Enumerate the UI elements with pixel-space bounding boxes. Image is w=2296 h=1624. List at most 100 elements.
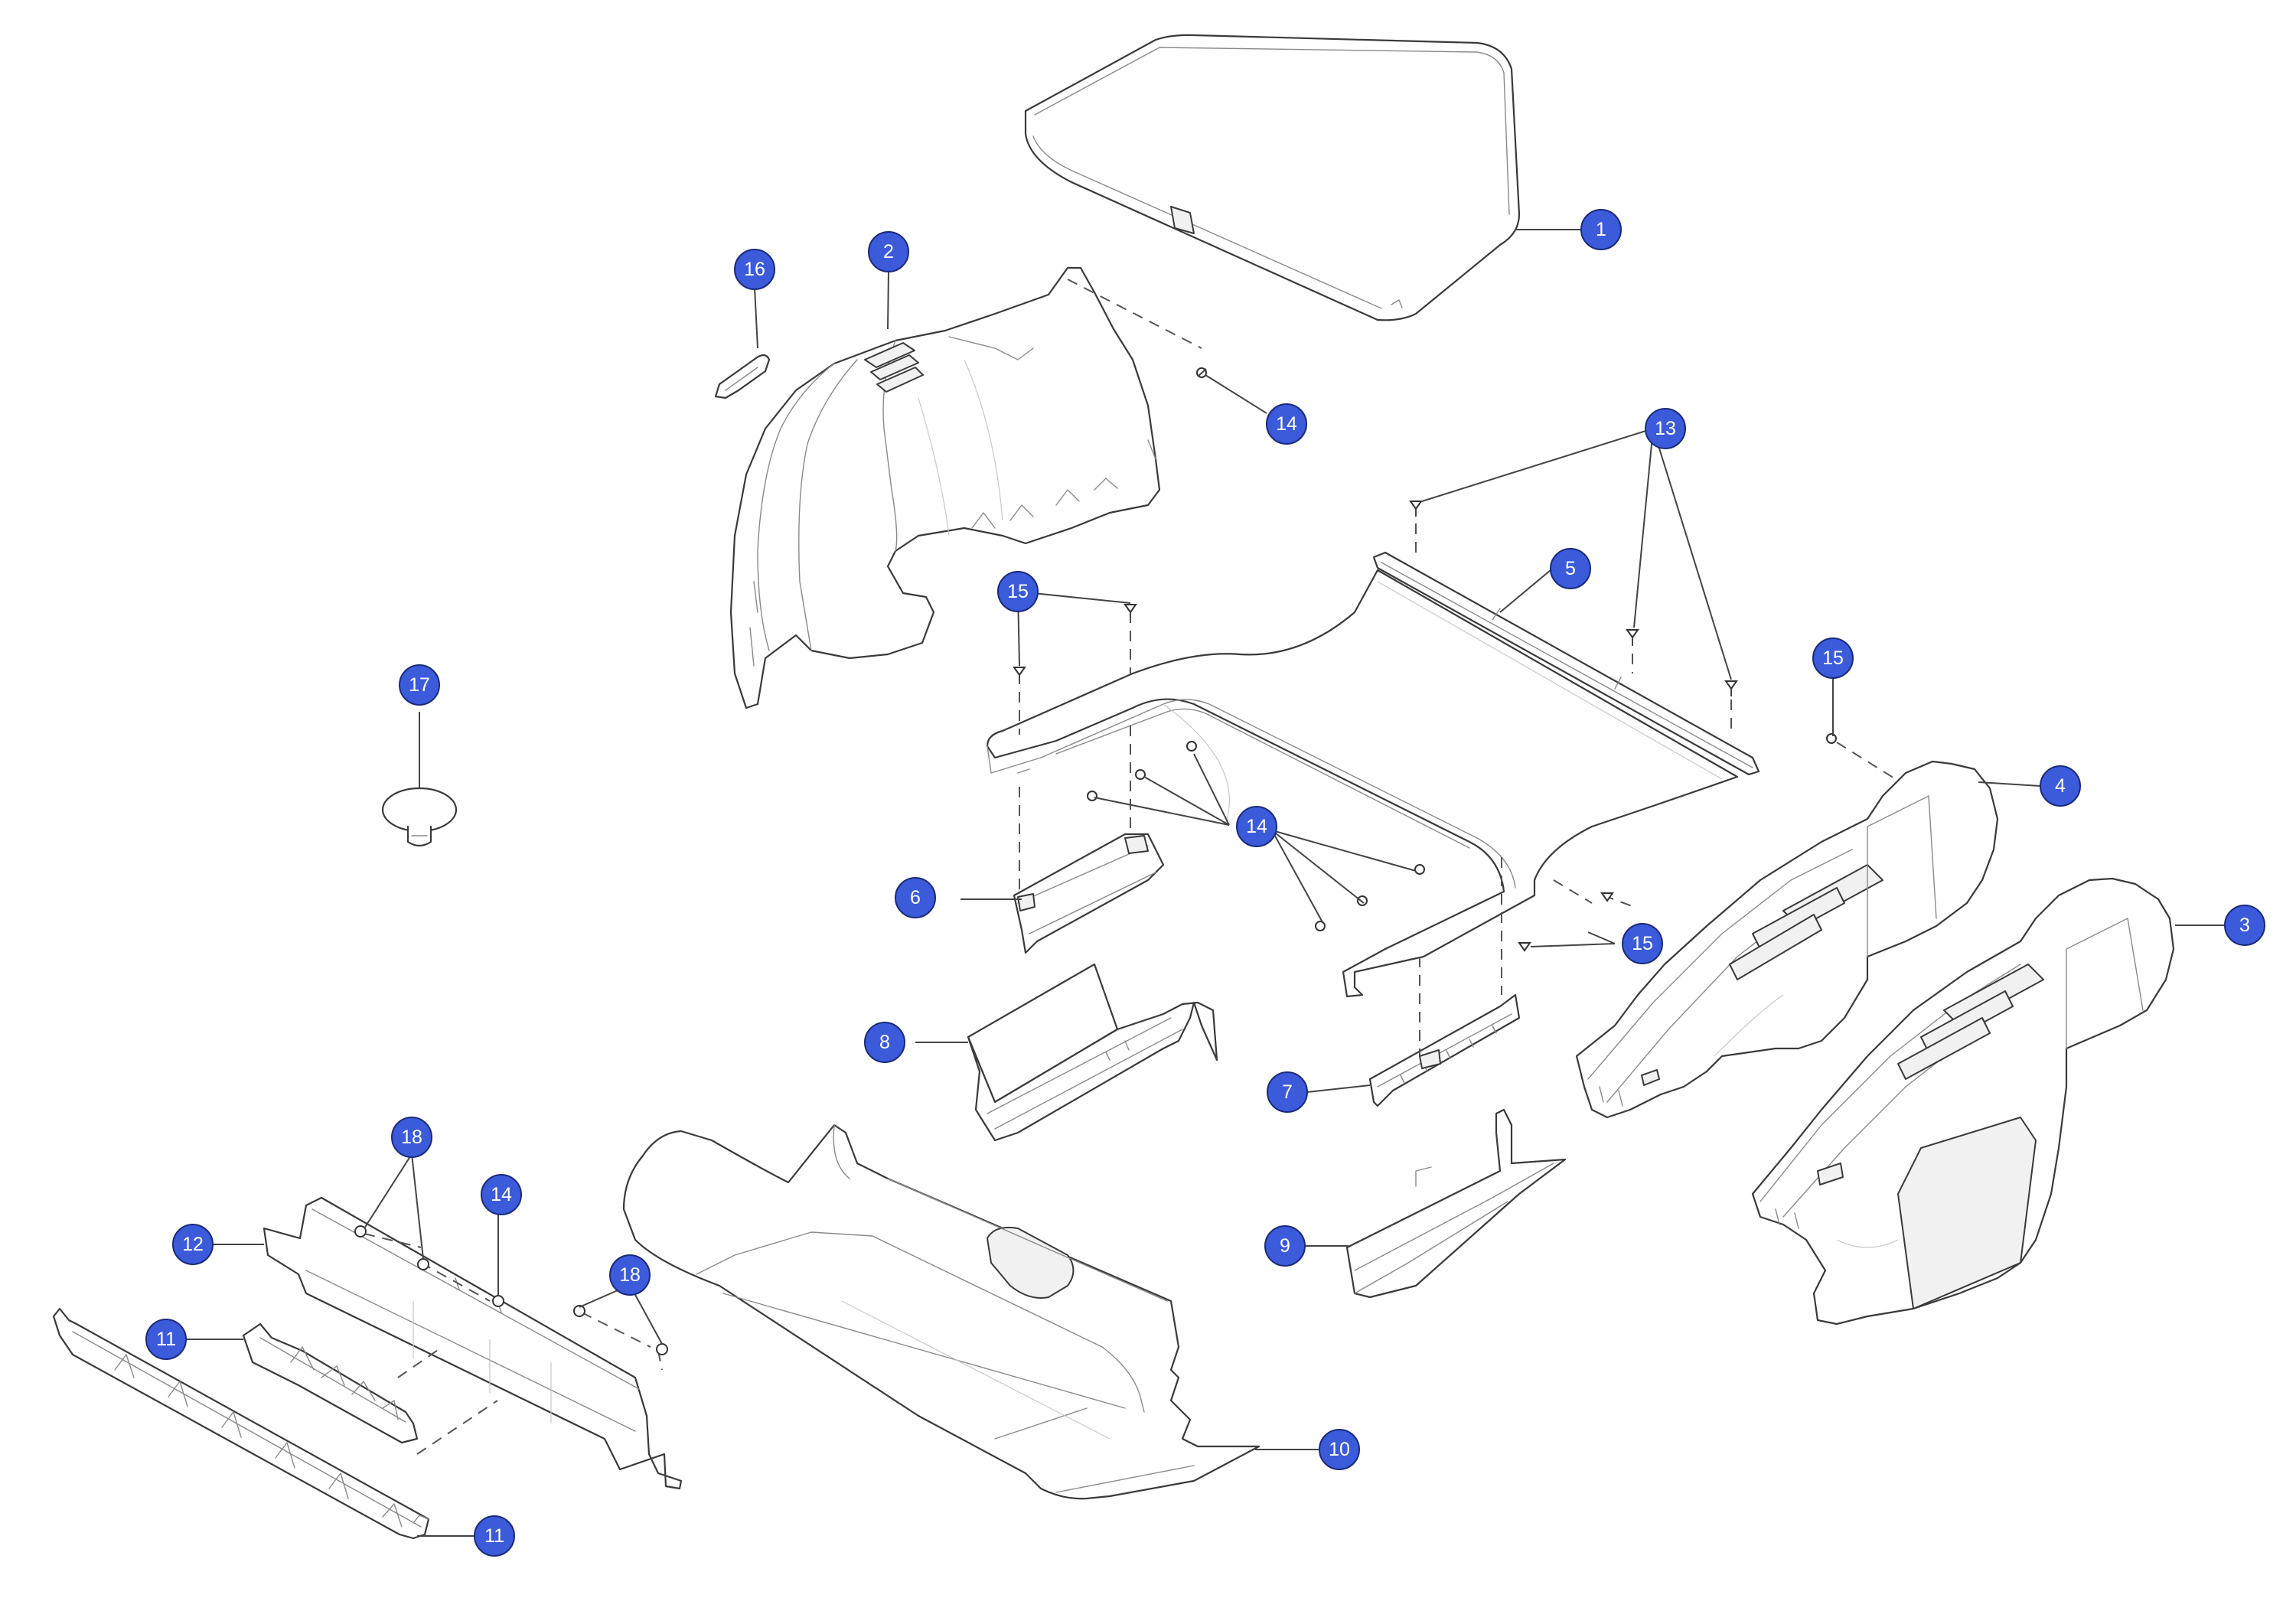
callout-4-circle — [2040, 765, 2081, 807]
fastener-14-b — [1135, 769, 1146, 780]
callout-15-left-label: 15 — [1007, 581, 1029, 602]
callout-14-center-circle — [1236, 806, 1277, 847]
callout-6-label: 6 — [910, 887, 921, 908]
fastener-14-upper — [1196, 367, 1207, 378]
callout-12-label: 12 — [182, 1234, 204, 1255]
callout-14-upper[interactable]: 14 — [1266, 403, 1307, 445]
callout-14-upper-circle — [1266, 403, 1307, 445]
callout-18-right[interactable]: 18 — [609, 1254, 651, 1296]
fastener-14-c — [1087, 791, 1097, 801]
callout-1-label: 1 — [1596, 219, 1606, 240]
fastener-14-a — [1186, 741, 1197, 752]
callout-6-circle — [895, 877, 936, 918]
fastener-18-b — [417, 1258, 429, 1270]
callout-2-label: 2 — [883, 241, 894, 263]
fastener-15-c — [1826, 733, 1837, 744]
fastener-15-a — [1124, 604, 1137, 618]
callout-11-upper[interactable]: 11 — [145, 1319, 187, 1360]
callout-8-circle — [864, 1022, 905, 1063]
callout-11-upper-label: 11 — [156, 1329, 176, 1350]
fastener-13-b — [1626, 629, 1639, 645]
part-16-clip — [714, 354, 771, 399]
fastener-13-c — [1724, 680, 1738, 696]
fastener-14-e — [1357, 895, 1368, 906]
callout-1[interactable]: 1 — [1580, 209, 1622, 250]
callout-5-circle — [1550, 548, 1591, 589]
callout-18-left[interactable]: 18 — [391, 1117, 432, 1158]
fastener-14-g — [492, 1295, 504, 1307]
part-4-right-side-trim — [1575, 760, 1999, 1119]
callout-14-upper-label: 14 — [1276, 413, 1297, 435]
callout-9[interactable]: 9 — [1264, 1225, 1306, 1267]
callout-4[interactable]: 4 — [2040, 765, 2081, 807]
callout-15-right[interactable]: 15 — [1812, 638, 1854, 679]
part-7-bracket — [1368, 993, 1521, 1107]
fastener-15-e — [1518, 942, 1531, 952]
fastener-18-c — [573, 1305, 585, 1317]
callout-2[interactable]: 2 — [868, 231, 909, 272]
callout-3[interactable]: 3 — [2224, 905, 2265, 946]
callout-11-upper-circle — [145, 1319, 187, 1360]
callout-4-label: 4 — [2055, 775, 2066, 797]
callout-3-circle — [2224, 905, 2265, 946]
callout-7-label: 7 — [1282, 1081, 1293, 1103]
fasteners — [354, 367, 1837, 1355]
callout-10-circle — [1319, 1429, 1360, 1470]
callout-18-left-circle — [391, 1117, 432, 1158]
callout-12-circle — [172, 1224, 214, 1265]
part-1-load-floor-panel — [1024, 34, 1521, 321]
floor-tray-frame — [986, 569, 1739, 998]
fastener-15-b — [1013, 667, 1026, 681]
fastener-14-d — [1414, 864, 1425, 875]
fastener-18-a — [354, 1225, 367, 1238]
callout-9-label: 9 — [1280, 1235, 1290, 1257]
callout-13-circle — [1645, 408, 1686, 449]
callout-11-lower[interactable]: 11 — [474, 1515, 515, 1557]
callout-18-left-label: 18 — [401, 1127, 422, 1148]
callout-8[interactable]: 8 — [864, 1022, 905, 1063]
callout-16[interactable]: 16 — [734, 249, 775, 290]
callout-6[interactable]: 6 — [895, 877, 936, 918]
callout-7[interactable]: 7 — [1267, 1071, 1308, 1113]
callout-15-center-label: 15 — [1632, 933, 1653, 954]
callout-15-right-label: 15 — [1822, 647, 1844, 669]
part-12-sill-plate — [263, 1196, 683, 1490]
part-11-long-strip-lower — [52, 1307, 430, 1540]
callout-13[interactable]: 13 — [1645, 408, 1686, 449]
part-6-bracket — [1013, 833, 1165, 954]
fastener-15-d — [1600, 892, 1614, 902]
callout-18-right-circle — [609, 1254, 651, 1296]
part-5-cross-member — [1372, 551, 1760, 776]
callout-14-lower-circle — [481, 1174, 522, 1215]
part-17-cap-plug — [381, 787, 458, 847]
callout-15-right-circle — [1812, 638, 1854, 679]
fastener-14-f — [1315, 921, 1326, 931]
callout-14-center-label: 14 — [1246, 816, 1267, 837]
callout-17[interactable]: 17 — [399, 664, 440, 706]
leader-lines — [186, 229, 2225, 1537]
callout-5[interactable]: 5 — [1550, 548, 1591, 589]
callout-10[interactable]: 10 — [1319, 1429, 1360, 1470]
callout-15-left-circle — [997, 571, 1039, 612]
callout-14-lower[interactable]: 14 — [481, 1174, 522, 1215]
callout-15-left[interactable]: 15 — [997, 571, 1039, 612]
callout-14-center[interactable]: 14 — [1236, 806, 1277, 847]
assembly-lines — [364, 279, 1899, 1455]
callout-5-label: 5 — [1565, 558, 1576, 579]
callout-13-label: 13 — [1655, 418, 1676, 439]
callout-7-circle — [1267, 1071, 1308, 1113]
callout-11-lower-label: 11 — [484, 1525, 504, 1547]
part-8-storage-bin — [967, 963, 1218, 1142]
callout-14-lower-label: 14 — [491, 1184, 512, 1205]
callout-16-label: 16 — [744, 259, 765, 280]
callout-16-circle — [734, 249, 775, 290]
callout-15-center[interactable]: 15 — [1622, 923, 1663, 964]
callout-2-circle — [868, 231, 909, 272]
callout-9-circle — [1264, 1225, 1306, 1267]
callout-12[interactable]: 12 — [172, 1224, 214, 1265]
callout-8-label: 8 — [879, 1032, 890, 1053]
part-10-floor-carpet — [622, 1123, 1261, 1500]
callout-10-label: 10 — [1329, 1439, 1350, 1460]
